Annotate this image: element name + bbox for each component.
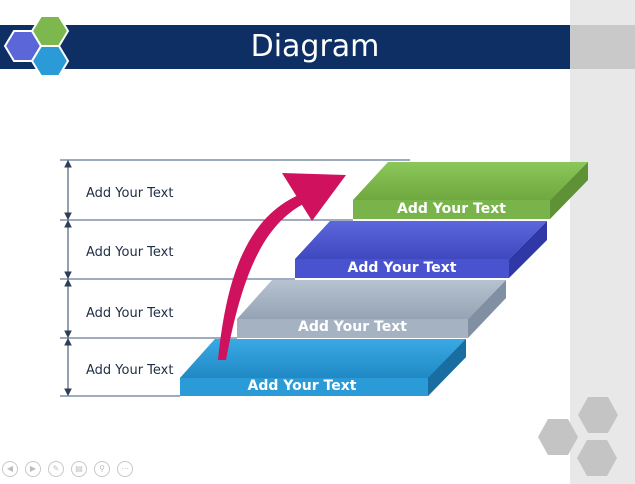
logo bbox=[3, 15, 70, 77]
arrow-head-up-icon bbox=[64, 219, 72, 228]
pen-icon[interactable]: ✎ bbox=[48, 461, 64, 477]
arrow-head-down-icon bbox=[64, 271, 72, 280]
step-label: Add Your Text bbox=[247, 378, 357, 394]
slides-icon[interactable]: ▤ bbox=[71, 461, 87, 477]
arrow-head-up-icon bbox=[64, 337, 72, 346]
decor-hex bbox=[577, 440, 617, 476]
slide-title: Diagram bbox=[250, 29, 380, 64]
arrow-head-down-icon bbox=[64, 212, 72, 221]
arrow-head-up-icon bbox=[64, 159, 72, 168]
row-label: Add Your Text bbox=[86, 306, 174, 321]
step-1 bbox=[353, 162, 588, 219]
logo-hex-green bbox=[30, 15, 70, 47]
row-label: Add Your Text bbox=[86, 245, 174, 260]
arrow-head-down-icon bbox=[64, 388, 72, 397]
logo-hex-cyan bbox=[30, 45, 70, 77]
step-label: Add Your Text bbox=[298, 319, 407, 335]
arrow-head-up-icon bbox=[64, 278, 72, 287]
step-label: Add Your Text bbox=[347, 260, 457, 276]
title-bar-tab bbox=[570, 25, 635, 69]
step-label: Add Your Text bbox=[397, 201, 506, 217]
decor-hex bbox=[538, 419, 578, 455]
arrow-head-down-icon bbox=[64, 330, 72, 339]
more-icon[interactable]: ⋯ bbox=[117, 461, 133, 477]
next-icon[interactable]: ▶ bbox=[25, 461, 41, 477]
row-dividers bbox=[60, 159, 410, 397]
step-3 bbox=[237, 280, 506, 338]
row-label: Add Your Text bbox=[86, 363, 174, 378]
curved-arrow-icon bbox=[218, 173, 346, 360]
previous-icon[interactable]: ◀ bbox=[2, 461, 18, 477]
step-4 bbox=[180, 339, 466, 396]
decor-hexagons bbox=[538, 397, 618, 476]
decor-hex bbox=[578, 397, 618, 433]
zoom-icon[interactable]: ⚲ bbox=[94, 461, 110, 477]
title-bar bbox=[0, 25, 570, 69]
dimension-arrows bbox=[64, 159, 72, 397]
row-label: Add Your Text bbox=[86, 186, 174, 201]
step-2 bbox=[295, 221, 547, 278]
